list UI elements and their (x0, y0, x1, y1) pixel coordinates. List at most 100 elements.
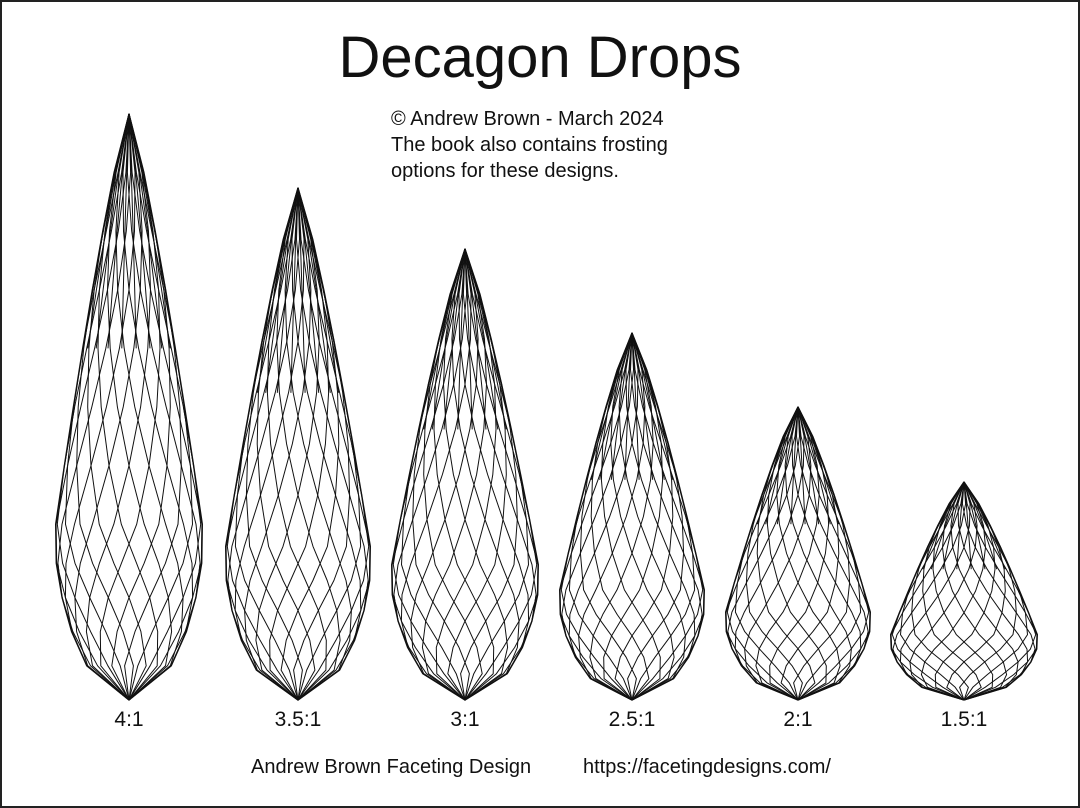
facet-line (234, 392, 299, 701)
crown-line (297, 187, 306, 393)
crown-line (624, 332, 633, 480)
facet-line (407, 647, 466, 701)
crown-line (121, 113, 130, 349)
drop-3-1 (391, 248, 539, 701)
facet-line (128, 348, 193, 701)
facet-line (393, 594, 466, 701)
facet-line (297, 443, 370, 701)
facet-line (57, 563, 130, 701)
crown-line (790, 406, 799, 525)
facet-line (618, 332, 686, 701)
facet-line (128, 406, 202, 701)
crown-line (128, 113, 176, 349)
facet-line (256, 239, 316, 701)
facet-line (932, 481, 994, 701)
facet-line (784, 406, 852, 701)
crown-line (457, 248, 466, 430)
crown-line (265, 187, 299, 393)
crown-line (464, 248, 507, 430)
drop-4-1 (55, 113, 203, 701)
facet-line (890, 634, 965, 701)
crown-line (797, 406, 844, 525)
facet-line (726, 553, 799, 701)
crown-line (917, 481, 965, 570)
crown-line (631, 332, 640, 480)
facet-line (65, 348, 130, 701)
facet-line (276, 187, 341, 701)
facet-line (401, 429, 466, 701)
facet-line (560, 516, 633, 701)
crown-line (252, 187, 299, 393)
drop-outline (725, 406, 871, 701)
facet-line (559, 589, 633, 701)
crown-line (297, 187, 320, 393)
ratio-label-3-5-1: 3.5:1 (274, 708, 322, 731)
facet-line (464, 564, 539, 701)
facet-line (297, 546, 371, 701)
facet-line (97, 113, 159, 701)
crown-line (776, 406, 799, 525)
drop-outline (890, 481, 1038, 701)
crown-line (631, 332, 654, 480)
crown-line (930, 481, 965, 570)
facet-line (568, 479, 633, 701)
facet-line (115, 113, 184, 701)
crown-line (107, 113, 130, 349)
crown-line (942, 481, 965, 570)
crown-line (963, 481, 1006, 570)
crown-line (418, 248, 466, 430)
crown-line (631, 332, 678, 480)
ratio-label-2-1: 2:1 (783, 708, 813, 731)
facet-line (392, 474, 466, 701)
facet-line (55, 524, 130, 701)
facet-line (727, 631, 799, 701)
ratio-label-2-5-1: 2.5:1 (608, 708, 656, 731)
crown-line (464, 248, 512, 430)
facet-line (776, 406, 841, 701)
crown-line (128, 113, 171, 349)
crown-line (963, 481, 998, 570)
facet-line (942, 481, 1008, 701)
crown-line (290, 187, 299, 393)
crown-line (590, 332, 633, 480)
crown-line (95, 113, 130, 349)
drop-2-5-1 (559, 332, 705, 701)
drop-outline (55, 113, 203, 701)
facet-line (87, 172, 147, 701)
facet-line (797, 612, 871, 701)
facet-line (128, 524, 203, 701)
ratio-label-3-1: 3:1 (450, 708, 480, 731)
drop-outline (559, 332, 705, 701)
crown-line (464, 248, 473, 430)
crown-line (128, 113, 163, 349)
crown-line (956, 481, 965, 570)
note-line-2: options for these designs. (391, 160, 619, 182)
crown-line (963, 481, 972, 570)
crown-line (276, 187, 299, 393)
crown-line (963, 481, 986, 570)
crown-line (464, 248, 499, 430)
crown-line (797, 406, 831, 525)
facet-line (614, 369, 674, 701)
facet-line (128, 563, 201, 701)
copyright-notes: © Andrew Brown - March 2024 The book als… (391, 106, 668, 184)
facet-line (391, 564, 466, 701)
facet-line (946, 503, 1006, 701)
facet-line (575, 656, 633, 701)
crown-line (797, 406, 806, 525)
facet-line (433, 248, 495, 701)
drop-outline (225, 187, 371, 701)
crown-line (297, 187, 340, 393)
page-title: Decagon Drops (338, 25, 742, 90)
drop-2-1 (725, 406, 871, 701)
crown-line (797, 406, 820, 525)
facet-line (900, 569, 965, 701)
drop-outline (391, 248, 539, 701)
facet-line (227, 580, 299, 701)
facet-line (56, 406, 130, 701)
crown-line (431, 248, 466, 430)
crown-line (87, 113, 130, 349)
facet-line (280, 239, 340, 701)
